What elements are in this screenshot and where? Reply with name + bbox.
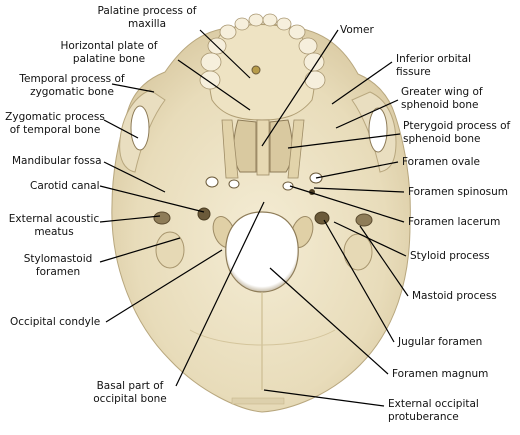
label-palatine-process: Palatine process of maxilla [97, 5, 197, 30]
line-greater-wing [335, 99, 399, 129]
line-mastoid-process [359, 225, 409, 297]
line-occipital-condyle [105, 249, 223, 323]
label-mastoid-process: Mastoid process [412, 290, 497, 302]
line-external-acoustic [99, 215, 161, 223]
label-temporal-process: Temporal process of zygomatic bone [19, 73, 125, 98]
label-carotid-canal: Carotid canal [30, 180, 100, 192]
line-stylomastoid [99, 237, 181, 263]
label-vomer: Vomer [340, 24, 374, 36]
label-mandibular-fossa: Mandibular fossa [12, 155, 102, 167]
incisive-mark [251, 65, 261, 75]
right-acoustic-meatus [355, 213, 373, 227]
line-inferior-orbital [331, 61, 393, 105]
teeth-row [199, 13, 326, 90]
pterygoid-left [221, 119, 239, 179]
line-zygomatic-process [103, 119, 139, 139]
left-foramen-lacerum [228, 179, 240, 189]
right-temporal-opening [368, 107, 388, 153]
vomer-shape [256, 119, 270, 176]
line-foramen-magnum [269, 267, 389, 375]
line-styloid-process [333, 221, 407, 257]
left-temporal-opening [130, 105, 150, 151]
line-external-occipital [263, 389, 385, 407]
line-mandibular-fossa [103, 161, 166, 193]
left-acoustic-meatus [153, 211, 171, 225]
line-temporal-process [111, 83, 155, 93]
label-external-acoustic-meatus: External acoustic meatus [8, 213, 100, 238]
left-carotid-canal [197, 207, 211, 221]
label-zygomatic-process: Zygomatic process of temporal bone [5, 111, 105, 136]
line-foramen-spinosum [313, 187, 405, 193]
label-pterygoid-process: Pterygoid process of sphenoid bone [403, 120, 511, 145]
line-basal-part [175, 201, 265, 387]
right-mastoid [343, 233, 373, 271]
nuchal-line [189, 329, 336, 346]
label-occipital-condyle: Occipital condyle [10, 316, 101, 328]
line-jugular-foramen [323, 219, 395, 343]
pterygoid-right [287, 119, 305, 179]
left-foramen-ovale [205, 176, 219, 188]
label-stylomastoid-foramen: Stylomastoid foramen [23, 253, 93, 278]
bottom-imprint [231, 397, 285, 405]
line-vomer [261, 29, 339, 147]
label-external-occipital: External occipital protuberance [388, 398, 479, 423]
label-foramen-magnum: Foramen magnum [392, 368, 489, 380]
left-mastoid [155, 231, 185, 269]
label-greater-wing: Greater wing of sphenoid bone [401, 86, 483, 111]
line-pterygoid [287, 133, 401, 149]
label-inferior-orbital-fissure: Inferior orbital fissure [396, 53, 472, 78]
label-foramen-spinosum: Foramen spinosum [408, 186, 509, 198]
line-foramen-lacerum [289, 185, 405, 223]
line-palatine-process [199, 29, 251, 79]
foramen-magnum-shape [225, 211, 299, 293]
right-foramen-lacerum [282, 181, 294, 191]
label-foramen-lacerum: Foramen lacerum [408, 216, 501, 228]
line-horizontal-plate [177, 59, 251, 111]
label-styloid-process: Styloid process [410, 250, 490, 262]
right-jugular-foramen [314, 211, 330, 225]
leader-lines [99, 29, 409, 407]
line-foramen-ovale [315, 161, 399, 179]
label-horizontal-plate: Horizontal plate of palatine bone [60, 40, 158, 65]
label-basal-part: Basal part of occipital bone [93, 380, 167, 405]
label-jugular-foramen: Jugular foramen [398, 336, 483, 348]
label-foramen-ovale: Foramen ovale [402, 156, 480, 168]
left-choana [233, 119, 257, 173]
line-carotid-canal [99, 185, 205, 213]
